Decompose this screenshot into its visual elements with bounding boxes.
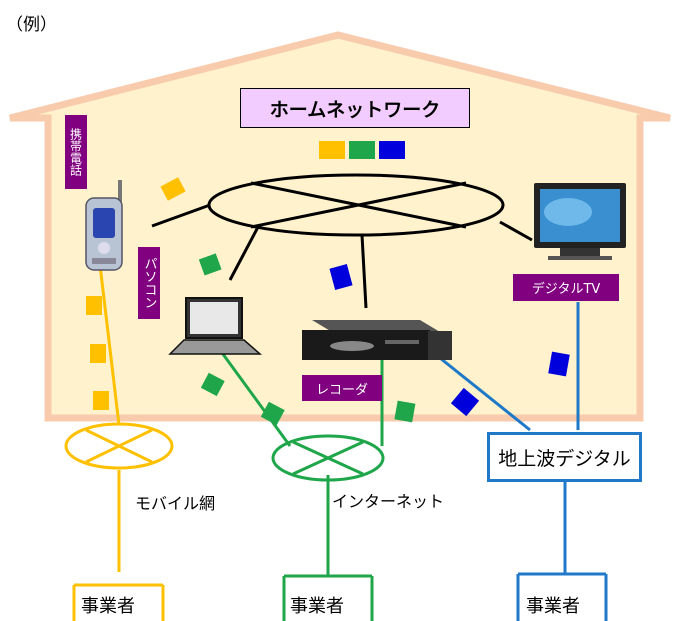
laptop-illustration <box>168 297 262 355</box>
operator-label-internet: 事業者 <box>290 596 344 617</box>
home-network-ring <box>151 173 533 309</box>
internet-label: インターネット <box>332 492 445 511</box>
broadcast-lines <box>429 302 608 621</box>
example-label: （例） <box>6 15 57 35</box>
operator-label-mobile: 事業者 <box>81 596 135 617</box>
pc-label: パソコン <box>138 247 160 319</box>
mobile-network-lines <box>64 264 174 621</box>
internet-lines <box>218 349 385 621</box>
data-packets <box>86 141 570 426</box>
operator-label-terrestrial: 事業者 <box>526 596 580 617</box>
mobile-network-label: モバイル網 <box>135 494 216 513</box>
mobile-phone-label: 携帯電話 <box>65 115 87 189</box>
recorder-label: レコーダ <box>302 375 382 401</box>
terrestrial-digital-box: 地上波デジタル <box>487 432 642 482</box>
house-shape <box>9 31 671 422</box>
home-network-title: ホームネットワーク <box>240 88 470 128</box>
tv-illustration <box>534 183 626 260</box>
tv-label: デジタルTV <box>513 274 619 301</box>
mobile-phone-illustration <box>85 180 123 271</box>
recorder-illustration <box>302 320 452 360</box>
